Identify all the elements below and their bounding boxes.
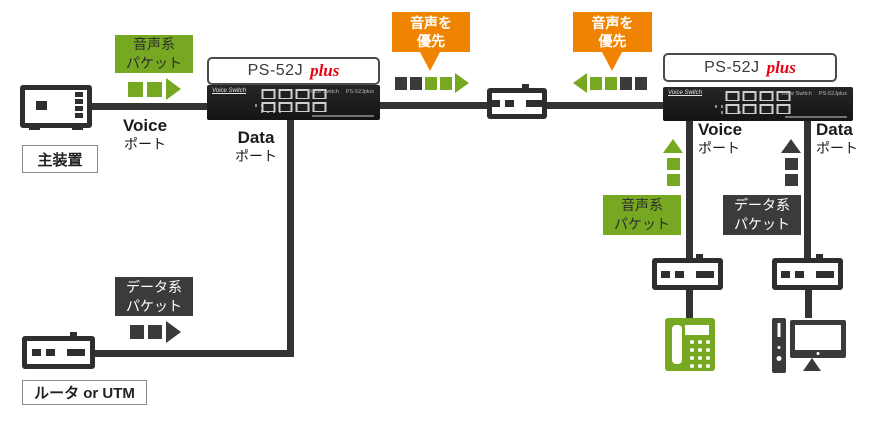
ethernet-ports [261, 89, 326, 112]
main-unit-detail [36, 101, 47, 110]
cable-dataport-vertical [287, 120, 294, 357]
panel-brand-text: Voice Switch [212, 88, 247, 94]
data-packet-legend-left: データ系 パケット [115, 277, 193, 316]
priority-callout-left: 音声を 優先 [392, 12, 470, 52]
panel-fineprint [785, 116, 847, 118]
voice-packet-legend-right: 音声系 パケット [603, 195, 681, 235]
hub-antenna [696, 254, 703, 263]
panel-fineprint [312, 115, 374, 117]
main-unit-foot [72, 123, 83, 130]
callout-tail-icon [602, 52, 622, 71]
main-unit-label: 主装置 [22, 145, 98, 173]
flow-arrow-up-icon [781, 139, 801, 153]
phone-display [685, 325, 709, 335]
cable-dataport-right [804, 121, 811, 258]
data-hub-icon [772, 254, 843, 290]
pc-tower [772, 318, 786, 373]
panel-brand-text: Voice Switch [668, 90, 703, 96]
callout-tail-icon [420, 52, 440, 71]
business-phone-icon [665, 318, 715, 371]
ps52j-switch-right: Voice Switch Voice Switch PS-52Jplus [663, 87, 853, 121]
main-unit-slots [75, 92, 83, 118]
phone-keypad [690, 340, 710, 368]
data-port-label-right: Data ポート [816, 120, 858, 156]
cable-mainunit-to-switch [92, 103, 207, 110]
cable-hub-to-rightswitch [547, 102, 665, 109]
flow-arrow-left-icon [573, 73, 587, 93]
cable-hub-to-phone [686, 290, 693, 318]
flow-arrow-up-icon [663, 139, 683, 153]
flow-arrow-right-icon [166, 78, 181, 100]
phone-handset [672, 325, 682, 364]
pc-monitor-stand [803, 358, 821, 371]
cable-router-horizontal [95, 350, 294, 357]
hub-antenna [816, 254, 823, 263]
hub-antenna [522, 84, 529, 93]
pc-monitor [790, 320, 846, 358]
cable-voiceport-right [686, 121, 693, 258]
router-icon [22, 332, 95, 369]
cable-hub-to-pc [805, 290, 812, 318]
ps52j-model-label-right: PS-52J plus [663, 53, 837, 82]
middle-hub-icon [487, 84, 547, 119]
router-label: ルータ or UTM [22, 380, 147, 405]
voice-packet-legend-left: 音声系 パケット [115, 35, 193, 73]
panel-model-text: Voice Switch PS-52Jplus [780, 91, 847, 97]
ps52j-switch-left: Voice Switch Voice Switch PS-52Jplus [207, 85, 380, 120]
cable-switch-to-hub [380, 102, 487, 109]
ps52j-model-label-left: PS-52J plus [207, 57, 380, 85]
voice-port-label-left: Voice ポート [122, 116, 168, 152]
flow-arrow-right-icon [455, 73, 469, 93]
main-unit-label-text: 主装置 [37, 151, 83, 169]
router-antenna [70, 332, 77, 341]
priority-callout-right: 音声を 優先 [573, 12, 652, 52]
main-unit-icon [20, 85, 92, 130]
data-port-label-left: Data ポート [235, 128, 277, 164]
voice-port-label-right: Voice ポート [698, 120, 743, 156]
data-packet-legend-right: データ系 パケット [723, 195, 801, 235]
flow-arrow-right-icon [166, 321, 181, 343]
panel-model-text: Voice Switch PS-52Jplus [307, 89, 374, 95]
ethernet-ports [725, 91, 791, 114]
router-label-text: ルータ or UTM [34, 385, 135, 402]
voice-hub-icon [652, 254, 723, 290]
main-unit-foot [29, 123, 40, 130]
